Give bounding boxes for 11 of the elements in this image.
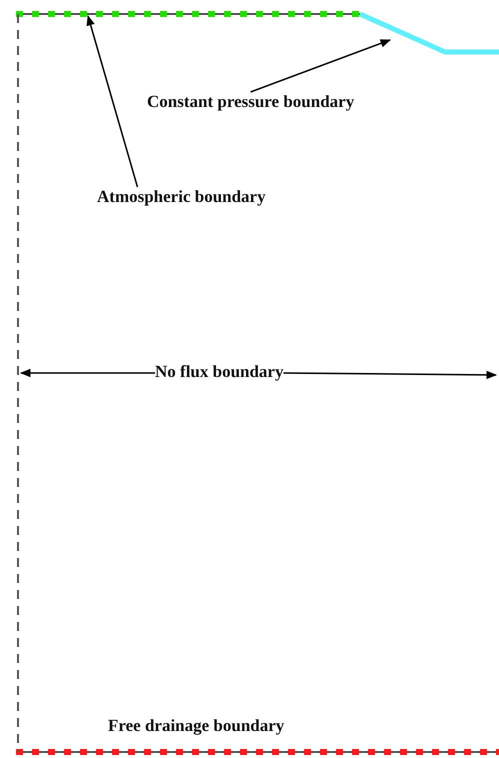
boundary-label: Atmospheric boundary — [97, 187, 266, 207]
boundary-label: Constant pressure boundary — [147, 92, 354, 112]
leader-line — [283, 370, 498, 380]
constant-pressure-boundary-line — [358, 12, 499, 54]
atmospheric-boundary-line — [16, 11, 360, 17]
boundary-label: Free drainage boundary — [108, 716, 284, 736]
leader-line — [250, 39, 391, 93]
leader-line — [20, 368, 155, 378]
boundary-label: No flux boundary — [155, 362, 284, 382]
side-boundary-line — [17, 14, 19, 752]
leader-line — [86, 15, 138, 188]
